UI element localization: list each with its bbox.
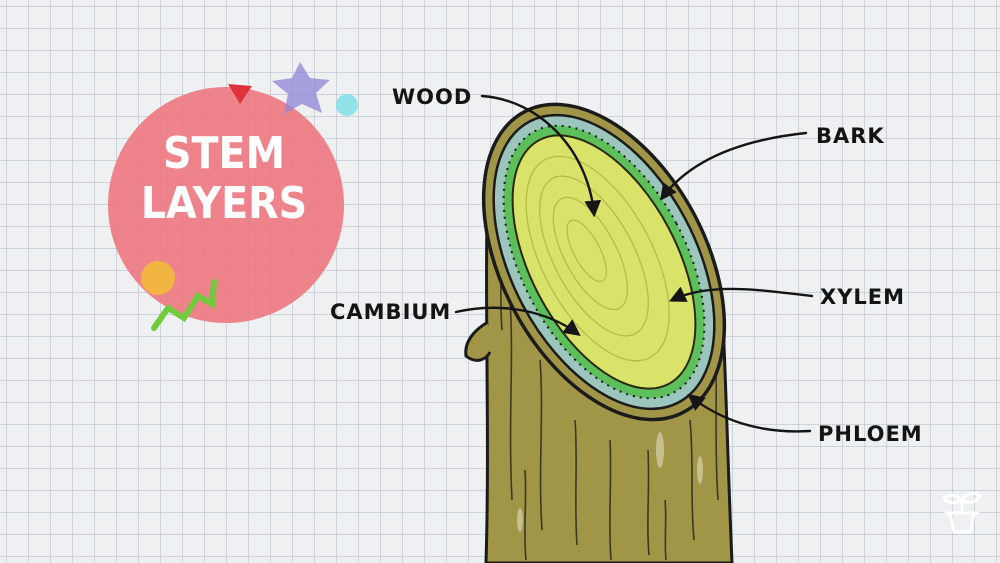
cyan-dot-decoration <box>336 94 358 116</box>
label-xylem: XYLEM <box>820 285 905 309</box>
label-cambium: CAMBIUM <box>330 300 451 324</box>
potted-plant-icon <box>942 491 982 534</box>
star-decoration <box>272 62 330 114</box>
triangle-decoration <box>228 84 252 104</box>
arrow-cambium <box>454 306 581 337</box>
label-phloem: PHLOEM <box>818 422 923 446</box>
chalk-highlights <box>517 432 703 532</box>
label-bark: BARK <box>816 124 885 148</box>
arrow-xylem <box>668 286 814 302</box>
yellow-dot-decoration <box>141 261 175 295</box>
title-line-2: LAYERS <box>141 178 307 229</box>
arrow-wood <box>480 94 602 218</box>
title-badge: STEM LAYERS <box>108 62 358 331</box>
label-wood: WOOD <box>392 85 472 109</box>
title-line-1: STEM <box>163 128 285 179</box>
branch-stub <box>464 320 492 362</box>
zigzag-decoration <box>151 279 217 331</box>
xylem-layer <box>511 134 697 390</box>
arrow-bark <box>660 131 808 201</box>
arrow-phloem <box>687 393 812 433</box>
